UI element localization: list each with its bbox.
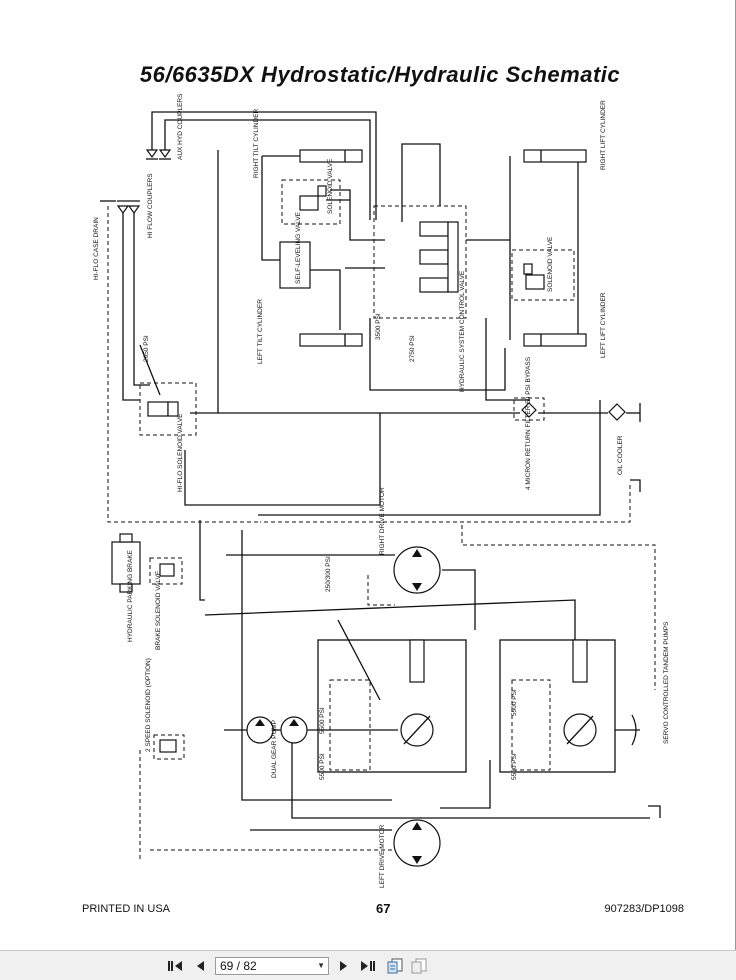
label-psi-5500-d: 5500 PSI	[511, 753, 518, 780]
page-indicator: 69 / 82	[220, 959, 257, 973]
self-leveling-valve	[261, 156, 341, 330]
oil-cooler	[608, 403, 626, 421]
hi-flow-couplers	[100, 200, 258, 523]
footer-document-code: 907283/DP1098	[604, 903, 684, 915]
tilt-solenoid-valve	[281, 179, 350, 225]
right-lift-cylinder	[523, 149, 587, 163]
page-title: 56/6635DX Hydrostatic/Hydraulic Schemati…	[139, 62, 621, 87]
footer-printed-in: PRINTED IN USA	[82, 903, 171, 915]
right-drive-motor	[393, 546, 441, 594]
return-filter	[513, 397, 545, 421]
label-two-speed-solenoid: 2 SPEED SOLENOID (OPTION)	[145, 658, 152, 752]
label-hi-flow-couplers: HI FLOW COUPLERS	[147, 173, 154, 238]
label-brake-solenoid-valve: BRAKE SOLENOID VALVE	[155, 570, 162, 650]
last-page-icon	[361, 961, 375, 971]
label-psi-5500-b: 5500 PSI	[319, 753, 326, 780]
label-right-tilt-cylinder: RIGHT TILT CYLINDER	[253, 108, 260, 178]
aux-hyd-couplers	[145, 111, 377, 220]
left-lift-cylinder	[523, 333, 587, 347]
previous-page-button[interactable]	[191, 958, 209, 974]
main-hydraulic-lines	[139, 150, 661, 860]
label-psi-2650: 2650 PSI	[143, 335, 150, 362]
right-tilt-cylinder	[262, 149, 363, 163]
label-hi-flo-solenoid-valve: HI-FLO SOLENOID VALVE	[177, 413, 184, 492]
last-page-button[interactable]	[359, 958, 377, 974]
label-servo-controlled-tandem-pumps: SERVO CONTROLLED TANDEM PUMPS	[663, 621, 670, 744]
label-left-tilt-cylinder: LEFT TILT CYLINDER	[257, 299, 264, 364]
label-psi-5500-c: 5500 PSI	[511, 689, 518, 716]
label-aux-hyd-couplers: AUX HYD COUPLERS	[177, 93, 184, 160]
viewer-toolbar: 69 / 82 ▼	[0, 950, 736, 980]
first-page-icon	[168, 961, 182, 971]
hi-flo-solenoid-valve	[139, 344, 197, 436]
label-right-drive-motor: RIGHT DRIVE MOTOR	[379, 487, 386, 555]
hydraulic-schematic: AUX HYD COUPLERS HI FLOW COUPLERS HI-FLO…	[93, 93, 670, 888]
label-hi-flo-case-drain: HI-FLO CASE DRAIN	[93, 217, 100, 280]
label-dual-gear-pump: DUAL GEAR PUMP	[271, 720, 278, 778]
label-hydraulic-parking-brake: HYDRAULIC PARKING BRAKE	[127, 549, 134, 642]
hydraulic-parking-brake	[111, 533, 183, 593]
label-self-leveling-valve: SELF-LEVELING VALVE	[295, 211, 302, 284]
hydraulic-system-control-valve	[330, 143, 467, 319]
label-psi-250-300: 250/300 PSI	[325, 556, 332, 592]
label-hydraulic-system-control-valve: HYDRAULIC SYSTEM CONTROL VALVE	[459, 270, 466, 392]
page-select[interactable]: 69 / 82 ▼	[215, 957, 329, 975]
first-page-button[interactable]	[166, 958, 184, 974]
label-psi-3500: 3500 PSI	[375, 313, 382, 340]
lift-solenoid-valve	[466, 156, 579, 340]
label-solenoid-valve-right: SOLENOID VALVE	[547, 236, 554, 292]
label-oil-cooler: OIL COOLER	[617, 435, 624, 475]
chevron-down-icon: ▼	[317, 961, 325, 970]
dual-gear-pump	[224, 716, 398, 744]
servo-controlled-tandem-pumps	[317, 619, 640, 773]
label-psi-5500-a: 5500 PSI	[319, 707, 326, 734]
next-page-icon	[340, 961, 347, 971]
fit-width-icon	[411, 958, 427, 974]
two-speed-solenoid-valve	[153, 734, 185, 760]
fit-page-icon	[387, 958, 403, 974]
footer-page-number: 67	[376, 901, 391, 916]
fit-width-button[interactable]	[410, 958, 428, 974]
next-page-button[interactable]	[335, 958, 353, 974]
document-page: 56/6635DX Hydrostatic/Hydraulic Schemati…	[82, 62, 684, 916]
label-left-drive-motor: LEFT DRIVE MOTOR	[379, 824, 386, 888]
label-solenoid-valve-top: SOLENOID VALVE	[327, 158, 334, 214]
fit-page-button[interactable]	[386, 958, 404, 974]
previous-page-icon	[197, 961, 204, 971]
document-viewer: 56/6635DX Hydrostatic/Hydraulic Schemati…	[82, 0, 736, 950]
label-right-lift-cylinder: RIGHT LIFT CYLINDER	[600, 100, 607, 170]
left-tilt-cylinder	[299, 333, 363, 347]
label-return-filter: 4 MICRON RETURN FILTER 50 PSI BYPASS	[525, 356, 532, 490]
label-psi-2750: 2750 PSI	[409, 335, 416, 362]
label-left-lift-cylinder: LEFT LIFT CYLINDER	[600, 292, 607, 358]
left-drive-motor	[393, 819, 441, 867]
